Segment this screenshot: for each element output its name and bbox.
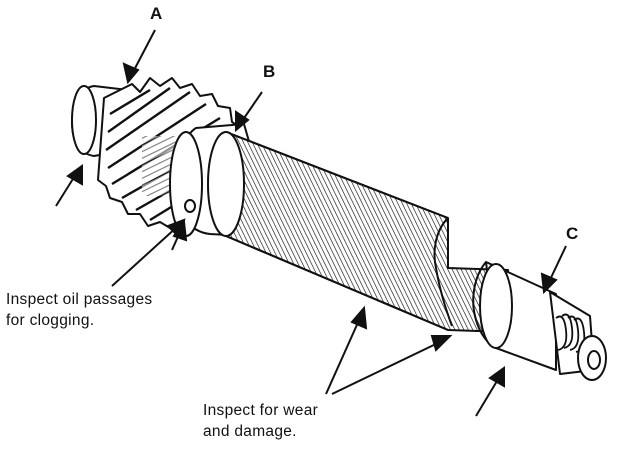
- leader-wear-3: [475, 366, 505, 417]
- leader-wear-2: [331, 335, 453, 395]
- oil-passage-note: Inspect oil passages for clogging.: [6, 289, 152, 331]
- wear-note: Inspect for wear and damage.: [203, 400, 318, 442]
- leader-b: [235, 91, 263, 133]
- callout-b: B: [263, 62, 276, 81]
- leader-a: [122, 29, 156, 85]
- leader-c: [540, 245, 567, 295]
- leader-oil-arrow-2: [171, 219, 188, 251]
- callout-a: A: [150, 4, 163, 23]
- oil-note-line2: for clogging.: [6, 312, 95, 329]
- oil-note-line1: Inspect oil passages: [6, 291, 153, 308]
- leader-wear-1: [325, 305, 368, 395]
- wear-note-line2: and damage.: [203, 423, 297, 440]
- leader-oil: [111, 218, 186, 287]
- splined-body: [207, 131, 509, 349]
- callout-c: C: [566, 224, 579, 243]
- leader-left-journal: [55, 164, 83, 207]
- right-shaft-end: [479, 261, 607, 381]
- oil-passage-hole: [184, 199, 196, 213]
- wear-note-line1: Inspect for wear: [203, 402, 319, 419]
